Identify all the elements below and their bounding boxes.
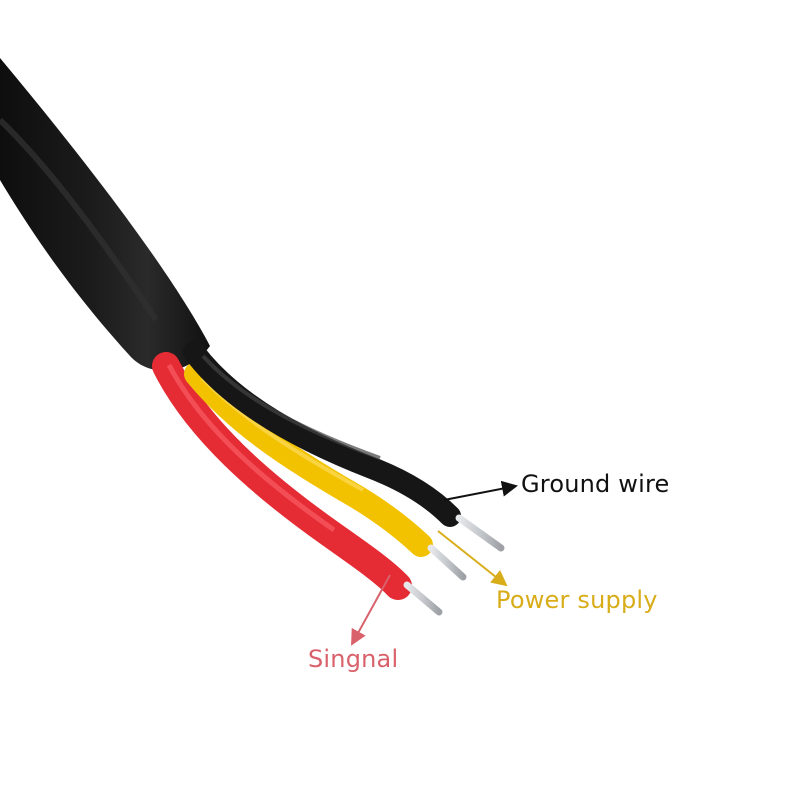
power-supply-label: Power supply — [496, 586, 658, 614]
red-wire-highlight — [166, 363, 336, 533]
power-arrow — [437, 530, 508, 587]
cable-highlight — [0, 117, 159, 322]
cable-jacket — [0, 58, 210, 371]
yellow-wire — [184, 362, 433, 557]
yellow-wire-tip — [427, 544, 467, 581]
black-wire-tip — [455, 514, 505, 552]
ground-wire-label: Ground wire — [521, 470, 670, 498]
red-wire-tip — [403, 581, 443, 616]
signal-label: Singnal — [308, 645, 399, 673]
black-wire-highlight — [201, 354, 381, 460]
ground-arrow — [443, 480, 518, 501]
black-wire — [183, 341, 461, 527]
signal-arrow — [351, 574, 391, 646]
red-wire — [152, 352, 412, 600]
